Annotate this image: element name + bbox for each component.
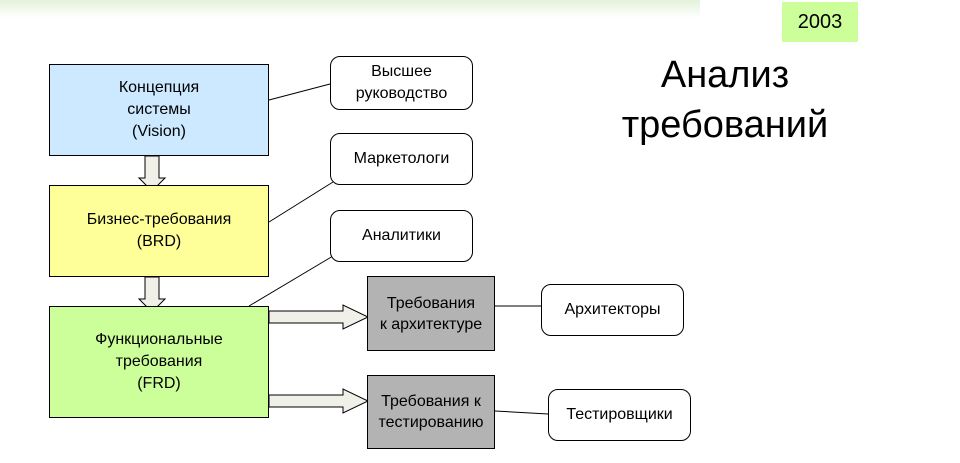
year-badge: 2003 xyxy=(782,2,858,42)
arrow-frd-to-test xyxy=(268,388,370,414)
arrow-brd-to-frd xyxy=(137,276,167,313)
role-analysts: Аналитики xyxy=(330,210,473,262)
connector-frd-analysts xyxy=(248,255,334,307)
connector-brd-marketers xyxy=(268,181,334,223)
role-architects: Архитекторы xyxy=(541,284,684,336)
role-testers: Тестировщики xyxy=(548,389,691,441)
testing-requirements-box: Требования к тестированию xyxy=(367,375,495,449)
connector-test-testers xyxy=(494,410,549,415)
slide-title: Анализ требований xyxy=(621,54,829,146)
arrow-vision-to-brd xyxy=(137,155,167,192)
frd-box: Функциональные требования (FRD) xyxy=(49,306,269,418)
connector-vision-executives xyxy=(268,83,331,101)
top-decoration xyxy=(0,0,700,18)
arrow-frd-to-arch xyxy=(268,304,370,330)
role-marketers: Маркетологи xyxy=(330,133,473,185)
vision-box: Концепция системы (Vision) xyxy=(49,64,269,156)
architecture-requirements-box: Требования к архитектуре xyxy=(367,276,495,351)
role-executives: Высшее руководство xyxy=(330,56,473,110)
brd-box: Бизнес-требования (BRD) xyxy=(49,185,269,277)
